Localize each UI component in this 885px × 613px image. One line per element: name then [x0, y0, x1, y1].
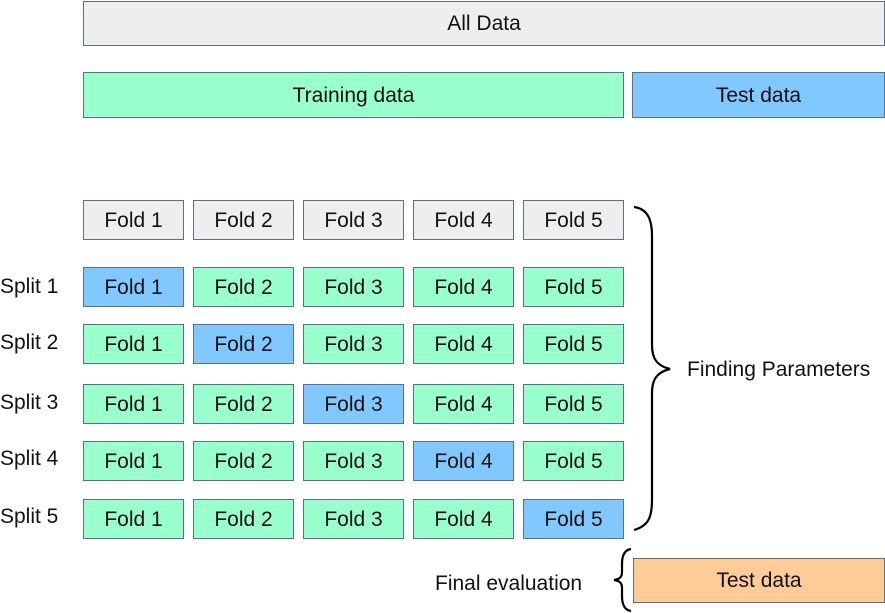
- split-2-fold-4: Fold 4: [413, 324, 514, 364]
- split-label-1: Split 1: [0, 275, 59, 298]
- fold-label: Fold 1: [104, 208, 163, 232]
- header-fold-5: Fold 5: [523, 200, 624, 240]
- split-1-fold-3: Fold 3: [303, 267, 404, 307]
- fold-label: Fold 5: [544, 332, 603, 356]
- fold-label: Fold 4: [434, 208, 493, 232]
- split-1-fold-4: Fold 4: [413, 267, 514, 307]
- header-fold-4: Fold 4: [413, 200, 514, 240]
- header-fold-2: Fold 2: [193, 200, 294, 240]
- fold-label: Fold 5: [544, 392, 603, 416]
- split-label-3: Split 3: [0, 391, 59, 414]
- fold-label: Fold 4: [434, 392, 493, 416]
- fold-label: Fold 1: [104, 332, 163, 356]
- fold-label: Fold 1: [104, 449, 163, 473]
- finding-parameters-label: Finding Parameters: [687, 358, 871, 381]
- fold-label: Fold 3: [324, 392, 383, 416]
- split-4-fold-2: Fold 2: [193, 441, 294, 481]
- fold-label: Fold 3: [324, 275, 383, 299]
- training-data-bar: Training data: [83, 72, 624, 118]
- split-1-fold-1: Fold 1: [83, 267, 184, 307]
- fold-label: Fold 3: [324, 449, 383, 473]
- split-3-fold-1: Fold 1: [83, 384, 184, 424]
- split-1-fold-2: Fold 2: [193, 267, 294, 307]
- split-5-fold-5: Fold 5: [523, 499, 624, 539]
- split-2-fold-2: Fold 2: [193, 324, 294, 364]
- fold-label: Fold 5: [544, 275, 603, 299]
- fold-label: Fold 5: [544, 507, 603, 531]
- split-label-5: Split 5: [0, 505, 59, 528]
- split-5-fold-3: Fold 3: [303, 499, 404, 539]
- split-label-2: Split 2: [0, 331, 59, 354]
- fold-label: Fold 3: [324, 332, 383, 356]
- final-test-data-label: Test data: [716, 569, 802, 592]
- split-1-fold-5: Fold 5: [523, 267, 624, 307]
- fold-label: Fold 5: [544, 208, 603, 232]
- split-2-fold-3: Fold 3: [303, 324, 404, 364]
- split-3-fold-2: Fold 2: [193, 384, 294, 424]
- header-fold-1: Fold 1: [83, 200, 184, 240]
- fold-label: Fold 3: [324, 208, 383, 232]
- final-evaluation-brace: [613, 547, 632, 613]
- split-4-fold-5: Fold 5: [523, 441, 624, 481]
- final-test-data-bar: Test data: [633, 558, 885, 603]
- training-data-label: Training data: [292, 83, 415, 107]
- fold-label: Fold 2: [214, 507, 273, 531]
- fold-label: Fold 1: [104, 507, 163, 531]
- split-5-fold-1: Fold 1: [83, 499, 184, 539]
- fold-label: Fold 4: [434, 275, 493, 299]
- split-5-fold-4: Fold 4: [413, 499, 514, 539]
- fold-label: Fold 2: [214, 332, 273, 356]
- fold-label: Fold 2: [214, 208, 273, 232]
- fold-label: Fold 1: [104, 275, 163, 299]
- split-4-fold-4: Fold 4: [413, 441, 514, 481]
- fold-label: Fold 1: [104, 392, 163, 416]
- split-4-fold-3: Fold 3: [303, 441, 404, 481]
- split-5-fold-2: Fold 2: [193, 499, 294, 539]
- fold-label: Fold 2: [214, 449, 273, 473]
- finding-parameters-brace: [633, 205, 671, 532]
- test-data-bar: Test data: [632, 72, 885, 118]
- fold-label: Fold 2: [214, 275, 273, 299]
- split-3-fold-4: Fold 4: [413, 384, 514, 424]
- fold-label: Fold 4: [434, 332, 493, 356]
- test-data-label: Test data: [715, 83, 802, 107]
- fold-label: Fold 5: [544, 449, 603, 473]
- split-4-fold-1: Fold 1: [83, 441, 184, 481]
- fold-label: Fold 3: [324, 507, 383, 531]
- header-fold-3: Fold 3: [303, 200, 404, 240]
- split-2-fold-5: Fold 5: [523, 324, 624, 364]
- fold-label: Fold 4: [434, 507, 493, 531]
- split-label-4: Split 4: [0, 447, 59, 470]
- fold-label: Fold 2: [214, 392, 273, 416]
- split-3-fold-3: Fold 3: [303, 384, 404, 424]
- fold-label: Fold 4: [434, 449, 493, 473]
- split-2-fold-1: Fold 1: [83, 324, 184, 364]
- split-3-fold-5: Fold 5: [523, 384, 624, 424]
- final-evaluation-label: Final evaluation: [435, 572, 583, 595]
- all-data-label: All Data: [447, 12, 521, 35]
- all-data-bar: All Data: [83, 1, 885, 46]
